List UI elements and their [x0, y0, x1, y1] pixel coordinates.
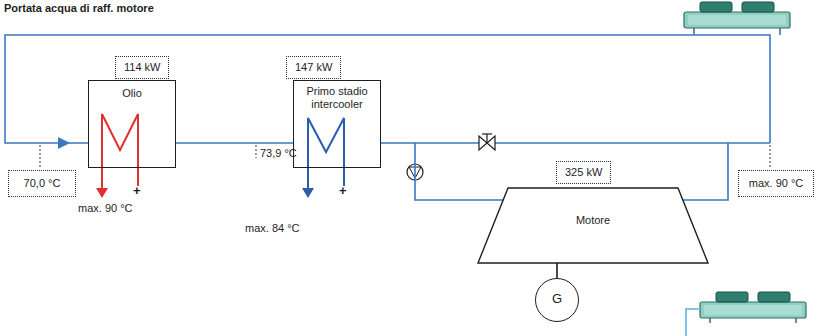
flow-note: Portata acqua di raff. motore: [4, 2, 154, 15]
engine-block: 325 kWMotore: [478, 188, 708, 263]
water-pipe: [556, 263, 558, 278]
flow-arrow: [58, 137, 70, 149]
temperature-box: 70,0 °C: [8, 170, 76, 197]
plus-sign: +: [339, 184, 347, 197]
aux-circuit-pipe: [686, 309, 700, 336]
plus-sign: +: [133, 184, 141, 197]
temperature-limit: max. 90 °C: [78, 202, 133, 215]
temperature-limit: max. 84 °C: [245, 222, 300, 235]
intercooler-coil: [308, 118, 344, 190]
bottom-radiator: [700, 292, 806, 323]
valve-symbol: [479, 134, 495, 150]
box-title: Olio: [89, 81, 175, 100]
intercooler-outlet-arrow: [302, 188, 314, 198]
oil-exchanger-box: 114 kWOlio: [88, 80, 176, 168]
water-pipe: [381, 143, 503, 200]
intercooler-box: 147 kWPrimo stadio intercooler: [293, 80, 381, 168]
power-box: 147 kW: [286, 56, 341, 79]
power-box: 114 kW: [115, 56, 169, 79]
power-box: 325 kW: [556, 161, 611, 184]
box-title: Primo stadio intercooler: [294, 81, 380, 111]
box-title: Motore: [478, 188, 708, 227]
temperature-box: max. 90 °C: [738, 170, 814, 197]
generator-circle: G: [535, 278, 579, 322]
temperature-label: 73,9 °C: [260, 147, 297, 160]
engine-shape: [478, 188, 708, 263]
oil-outlet-arrow: [96, 188, 108, 198]
water-pipe: [176, 142, 293, 144]
leader-lines: [40, 145, 770, 169]
cooling-pipes: [5, 33, 780, 200]
top-radiator: [684, 2, 790, 33]
generator-letter: G: [536, 279, 578, 305]
oil-exchanger-coil: [102, 114, 138, 190]
